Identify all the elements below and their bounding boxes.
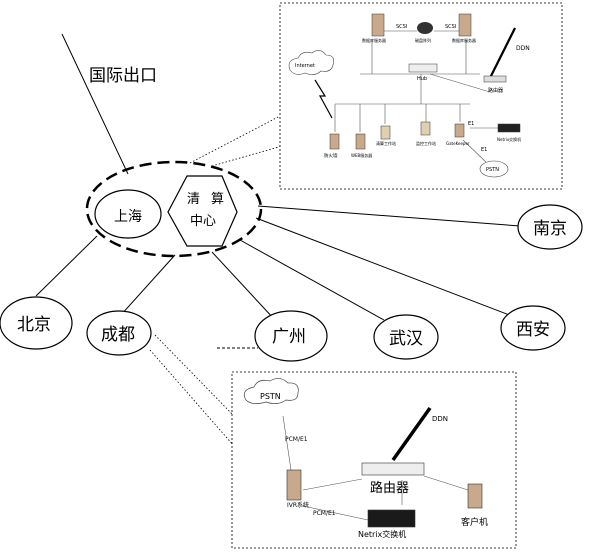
link-xian bbox=[255, 217, 513, 317]
web-server-label: WEB服务器 bbox=[351, 152, 372, 158]
clearing-label-2: 算 bbox=[211, 192, 224, 207]
gatekeeper-label: GateKeeper bbox=[446, 141, 470, 146]
shanghai-label: 上海 bbox=[114, 209, 142, 225]
nanjing-node bbox=[517, 204, 583, 250]
beijing-node bbox=[0, 296, 73, 350]
switch-label-top: Netrix交换机 bbox=[497, 136, 521, 142]
chengdu-label: 成都 bbox=[101, 325, 135, 345]
client-icon bbox=[467, 483, 483, 509]
link-chengdu bbox=[119, 254, 176, 317]
clearing-center-detail: Internet SCSI SCSI 数据库服务器 磁盘阵列 数据库服务器 Hu… bbox=[279, 2, 563, 190]
wuhan-node bbox=[373, 314, 439, 360]
workstation-2-icon bbox=[420, 121, 431, 136]
shanghai-cluster-boundary bbox=[85, 160, 263, 258]
callout-lines bbox=[149, 114, 283, 447]
workstation-1-icon bbox=[380, 125, 391, 140]
e1-label-a: E1 bbox=[468, 121, 474, 127]
shanghai-node bbox=[94, 189, 162, 239]
server-right-icon bbox=[458, 13, 472, 37]
clearing-label-1: 清 bbox=[187, 192, 200, 207]
e1-label-b: E1 bbox=[481, 147, 487, 153]
scsi-left-label: SCSI bbox=[396, 24, 407, 30]
clearing-label-3: 中心 bbox=[190, 214, 216, 229]
xian-label: 西安 bbox=[516, 320, 550, 340]
pstn-cloud-icon-top bbox=[479, 160, 509, 178]
pstn-label-bottom: PSTN bbox=[260, 392, 281, 401]
firewall-icon bbox=[329, 133, 340, 150]
web-server-icon bbox=[355, 133, 366, 150]
wuhan-label: 武汉 bbox=[389, 329, 423, 349]
ddn-label-top: DDN bbox=[516, 45, 530, 52]
server-left-icon bbox=[371, 13, 385, 37]
server-right-label: 数据库服务器 bbox=[452, 37, 476, 43]
switch-icon-top bbox=[497, 123, 521, 133]
ddn-label-bottom: DDN bbox=[432, 415, 448, 423]
ivr-system-icon bbox=[286, 469, 302, 501]
guangzhou-node bbox=[254, 310, 328, 362]
callout-top-1 bbox=[189, 114, 283, 164]
xian-node bbox=[500, 305, 566, 351]
nanjing-label: 南京 bbox=[533, 219, 567, 239]
callout-bottom-1 bbox=[149, 349, 235, 447]
disk-array-label: 磁盘阵列 bbox=[415, 37, 431, 43]
link-wuhan bbox=[239, 239, 385, 321]
workstation-1-label: 清算工作站 bbox=[376, 140, 396, 146]
beijing-label: 北京 bbox=[17, 315, 51, 335]
hub-label: Hub bbox=[417, 76, 427, 82]
hub-icon bbox=[408, 63, 438, 73]
router-label-bottom: 路由器 bbox=[370, 480, 409, 496]
pcm-e1-label-top: PCM/E1 bbox=[285, 436, 308, 443]
lightning-icon bbox=[314, 79, 333, 119]
internet-label: Internet bbox=[295, 63, 315, 69]
link-guangzhou bbox=[211, 251, 276, 321]
switch-label-bottom: Netrix交换机 bbox=[358, 529, 406, 539]
internet-cloud-icon bbox=[288, 50, 334, 75]
callout-bottom-2 bbox=[154, 334, 235, 417]
main-links bbox=[35, 33, 521, 349]
router-label-top: 路由器 bbox=[488, 87, 503, 94]
intl-exit-label: 国际出口 bbox=[89, 66, 157, 86]
pcm-e1-label-bottom: PCM/E1 bbox=[313, 510, 336, 517]
client-label: 客户机 bbox=[461, 516, 488, 528]
pstn-label-top: PSTN bbox=[486, 167, 499, 173]
server-left-label: 数据库服务器 bbox=[362, 37, 386, 43]
router-icon-top bbox=[483, 75, 507, 83]
gatekeeper-icon bbox=[454, 123, 465, 138]
clearing-center-node bbox=[167, 175, 238, 247]
disk-array-icon bbox=[417, 22, 433, 34]
workstation-2-label: 监控工作站 bbox=[416, 140, 436, 146]
ivr-system-label: IVR系统 bbox=[287, 501, 309, 509]
callout-top-2 bbox=[211, 145, 283, 167]
ddn-link-bottom bbox=[391, 406, 432, 462]
ddn-link-top bbox=[489, 27, 516, 79]
firewall-label: 防火墙 bbox=[324, 152, 338, 159]
scsi-right-label: SCSI bbox=[445, 24, 456, 30]
chengdu-node bbox=[86, 310, 152, 356]
link-beijing bbox=[35, 235, 98, 297]
link-nanjing bbox=[257, 205, 521, 227]
router-icon-bottom bbox=[361, 462, 425, 476]
guangzhou-label: 广州 bbox=[272, 327, 306, 347]
switch-icon-bottom bbox=[367, 509, 416, 528]
pstn-cloud-icon-bottom bbox=[243, 378, 299, 404]
link-intl-exit bbox=[61, 33, 129, 175]
chengdu-detail: PSTN PCM/E1 DDN IVR系统 路由器 PCM/E1 Netrix交… bbox=[231, 371, 517, 549]
